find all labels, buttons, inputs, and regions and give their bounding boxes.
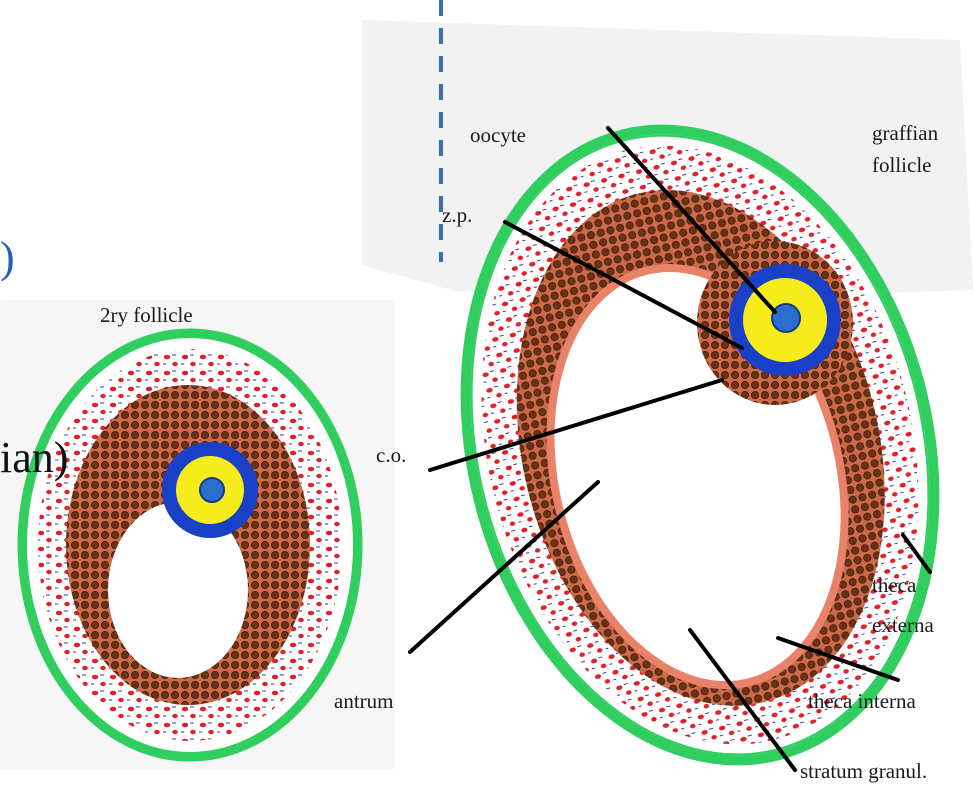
- label-stratum-granul: stratum granul.: [800, 759, 927, 783]
- label-theca: theca: [872, 573, 917, 597]
- label-externa: externa: [872, 613, 934, 637]
- label-graffian: graffian: [872, 121, 939, 145]
- partial-paren: ): [0, 233, 15, 282]
- label-theca-interna: theca interna: [808, 689, 917, 713]
- nucleus-right: [772, 304, 800, 332]
- label-co: c.o.: [376, 443, 406, 467]
- secondary-follicle: [22, 333, 358, 757]
- partial-word: ian): [0, 433, 68, 482]
- nucleus-left: [200, 478, 224, 502]
- label-2ry-follicle: 2ry follicle: [100, 303, 193, 327]
- label-zp: z.p.: [442, 203, 472, 227]
- label-follicle: follicle: [872, 153, 931, 177]
- label-oocyte: oocyte: [470, 123, 526, 147]
- label-antrum: antrum: [334, 689, 393, 713]
